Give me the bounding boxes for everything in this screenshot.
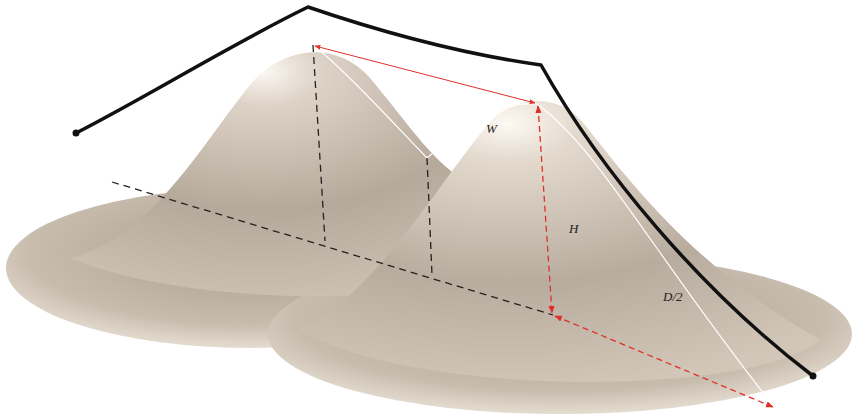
end-dot — [73, 130, 80, 137]
peak-line — [313, 45, 325, 241]
right-mound — [300, 101, 820, 382]
saddle-line — [427, 158, 432, 275]
dimension-h — [538, 106, 552, 313]
dimension-label: D/2 — [663, 290, 683, 303]
dimension-d — [555, 316, 773, 407]
profile-line — [76, 7, 813, 376]
surface-curve — [313, 45, 537, 158]
dimension-label: W — [486, 122, 497, 135]
dimension-w — [315, 46, 535, 103]
dimension-label: H — [569, 222, 578, 235]
axis-line — [112, 182, 553, 315]
surface-curve — [537, 104, 775, 408]
end-dot — [810, 373, 817, 380]
